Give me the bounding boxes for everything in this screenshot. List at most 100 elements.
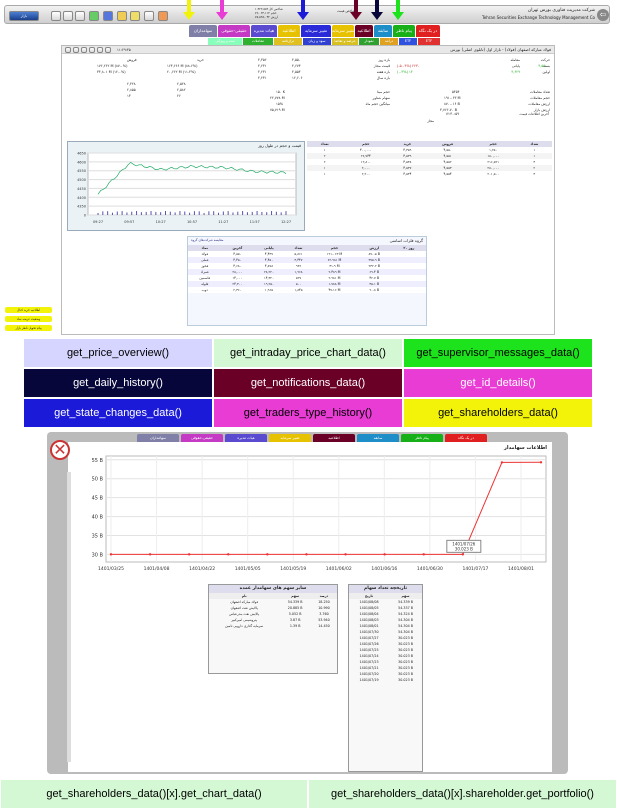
subtab-0[interactable]: ETF	[418, 38, 440, 45]
popup-tab-4[interactable]: تغییر سرمایه	[269, 434, 311, 442]
subtab-3[interactable]: نمودار	[359, 38, 379, 45]
x-tick-label: 1401/07/17	[462, 566, 488, 572]
value: ۷۵,۷۱۹ M	[270, 108, 285, 112]
api-id-details[interactable]: get_id_details()	[403, 368, 593, 398]
api-shareholders[interactable]: get_shareholders_data()	[403, 398, 593, 428]
subtab-6[interactable]: ترازنامه	[274, 38, 302, 45]
table-cell: ۴,۵۵۴	[443, 172, 452, 176]
compare-link[interactable]: مقایسه شرکت‌های گروه	[191, 238, 224, 242]
chat-icon[interactable]	[130, 11, 140, 21]
grid-icon[interactable]	[75, 11, 85, 21]
api-intraday[interactable]: get_intraday_price_chart_data()	[213, 338, 403, 368]
table-cell: 18.250	[318, 600, 330, 604]
tab-history[interactable]: سابقه	[374, 25, 392, 37]
label: میانگین حجم ماه	[365, 102, 390, 106]
table-cell: ۲۰۱,۵۰۰	[487, 172, 500, 176]
popup-tab-5[interactable]: هیات مدیره	[225, 434, 267, 442]
api-state-changes[interactable]: get_state_changes_data()	[23, 398, 213, 428]
subtab-4[interactable]: عرضه و تقاضا	[332, 38, 358, 45]
navy-arrow-stem	[375, 0, 379, 12]
table-cell: سهم	[291, 594, 300, 598]
scrollbar[interactable]	[67, 472, 71, 762]
tab-supervisor[interactable]: پیام ناظر	[393, 25, 415, 37]
side-label-0[interactable]: اطلاعیه خرید کدال	[5, 307, 52, 313]
tab-notifications[interactable]: اطلاعیه	[355, 25, 373, 37]
tab-overview[interactable]: در یک نگاه	[416, 25, 440, 37]
table-cell: ۱	[323, 172, 326, 176]
chart-icon[interactable]	[89, 47, 95, 53]
api-shareholder-portfolio[interactable]: get_shareholders_data()[x].shareholder.g…	[308, 779, 617, 809]
value: ۸۷۰.۰۱۶ B	[444, 102, 460, 106]
tab-board[interactable]: هیات مدیره	[251, 25, 277, 37]
people-icon[interactable]	[105, 47, 111, 53]
api-price-overview[interactable]: get_price_overview()	[23, 338, 213, 368]
monitor-icon[interactable]	[103, 11, 113, 21]
rss-icon[interactable]	[158, 11, 168, 21]
table-cell: ۶۹.۴ B	[369, 270, 380, 274]
table-cell: 1.39 B	[289, 624, 301, 628]
search-icon[interactable]	[89, 11, 99, 21]
settings-icon[interactable]	[81, 47, 87, 53]
table-cell: ۱۹,۲۵۰	[263, 282, 274, 286]
tab-shareholders[interactable]: سهامداران	[189, 25, 217, 37]
table-cell: آخرین	[232, 246, 243, 250]
print-icon[interactable]	[65, 47, 71, 53]
tab-change-capital[interactable]: تغییر سرمایه	[301, 25, 331, 37]
popup-title: اطلاعات سهامدار	[504, 445, 547, 451]
tab-individual[interactable]: حقیقی-حقوقی	[218, 25, 250, 37]
popup-tab-7[interactable]: سهامداران	[137, 434, 179, 442]
api-notifications[interactable]: get_notifications_data()	[213, 368, 403, 398]
table-cell: 30.023 B	[398, 672, 413, 676]
table-cell: ۳۷۵.۹ B	[368, 258, 380, 262]
api-daily-history[interactable]: get_daily_history()	[23, 368, 213, 398]
full-menu-button[interactable]: بازار	[9, 11, 39, 21]
table-icon[interactable]	[97, 47, 103, 53]
table-cell: 30.023 B	[398, 654, 413, 658]
x-tick-label: 11:27	[218, 220, 228, 224]
subtab-7[interactable]: معاملات	[243, 38, 273, 45]
list-icon[interactable]	[117, 11, 127, 21]
side-label-2[interactable]: پیام تحویل ناظر بازار	[5, 325, 52, 331]
green-arrow-icon	[392, 12, 404, 20]
table-cell: ۴,۵۵۰	[233, 252, 242, 256]
home-icon[interactable]	[63, 11, 73, 21]
value: ۳۴,۸۰۱ M (۱۲.۰%)	[97, 70, 126, 74]
help-icon[interactable]	[144, 11, 154, 21]
popup-tab-1[interactable]: پیام ناظر	[401, 434, 443, 442]
tab-notice[interactable]: اطلاعیه	[278, 25, 300, 37]
subtab-5[interactable]: سود و زیان	[303, 38, 331, 45]
api-supervisor[interactable]: get_supervisor_messages_data()	[403, 338, 593, 368]
label: اولین	[542, 70, 550, 74]
value: ۲,۵۲۸	[177, 82, 186, 86]
table-cell: 1401/07/30	[359, 630, 379, 634]
side-label-1[interactable]: وضعیت عرضه نماد	[5, 316, 52, 322]
save-icon[interactable]	[73, 47, 79, 53]
value: ۲,۴۲۸	[127, 82, 136, 86]
popup-tab-2[interactable]: سابقه	[357, 434, 399, 442]
nav-arrow-icon[interactable]: ⇦	[597, 9, 609, 21]
close-icon[interactable]: ✕	[50, 440, 70, 460]
y-tick-label: 35 B	[92, 534, 104, 540]
maroon-arrow-stem	[354, 0, 358, 12]
subtab-2[interactable]: درآمد	[380, 38, 398, 45]
popup-tab-6[interactable]: حقیقی-حقوقی	[181, 434, 223, 442]
refresh-icon[interactable]	[51, 11, 61, 21]
table-cell: ۱۲,۸۰۰	[360, 160, 371, 164]
subtab-8[interactable]: ثبت و ویژگی	[208, 38, 242, 45]
api-traders-type[interactable]: get_traders_type_history()	[213, 398, 403, 428]
tooltip-value: 30.023 B	[455, 546, 473, 551]
popup-tab-0[interactable]: در یک نگاه	[445, 434, 487, 442]
table-cell: فولاد	[201, 252, 209, 256]
api-shareholder-chart[interactable]: get_shareholders_data()[x].get_chart_dat…	[0, 779, 308, 809]
popup-tab-3[interactable]: اطلاعیه	[313, 434, 355, 442]
tab-capital[interactable]: تغییر سرمایه	[332, 25, 354, 37]
x-tick-label: 11:57	[250, 220, 260, 224]
subtab-1[interactable]: ETF	[399, 38, 417, 45]
